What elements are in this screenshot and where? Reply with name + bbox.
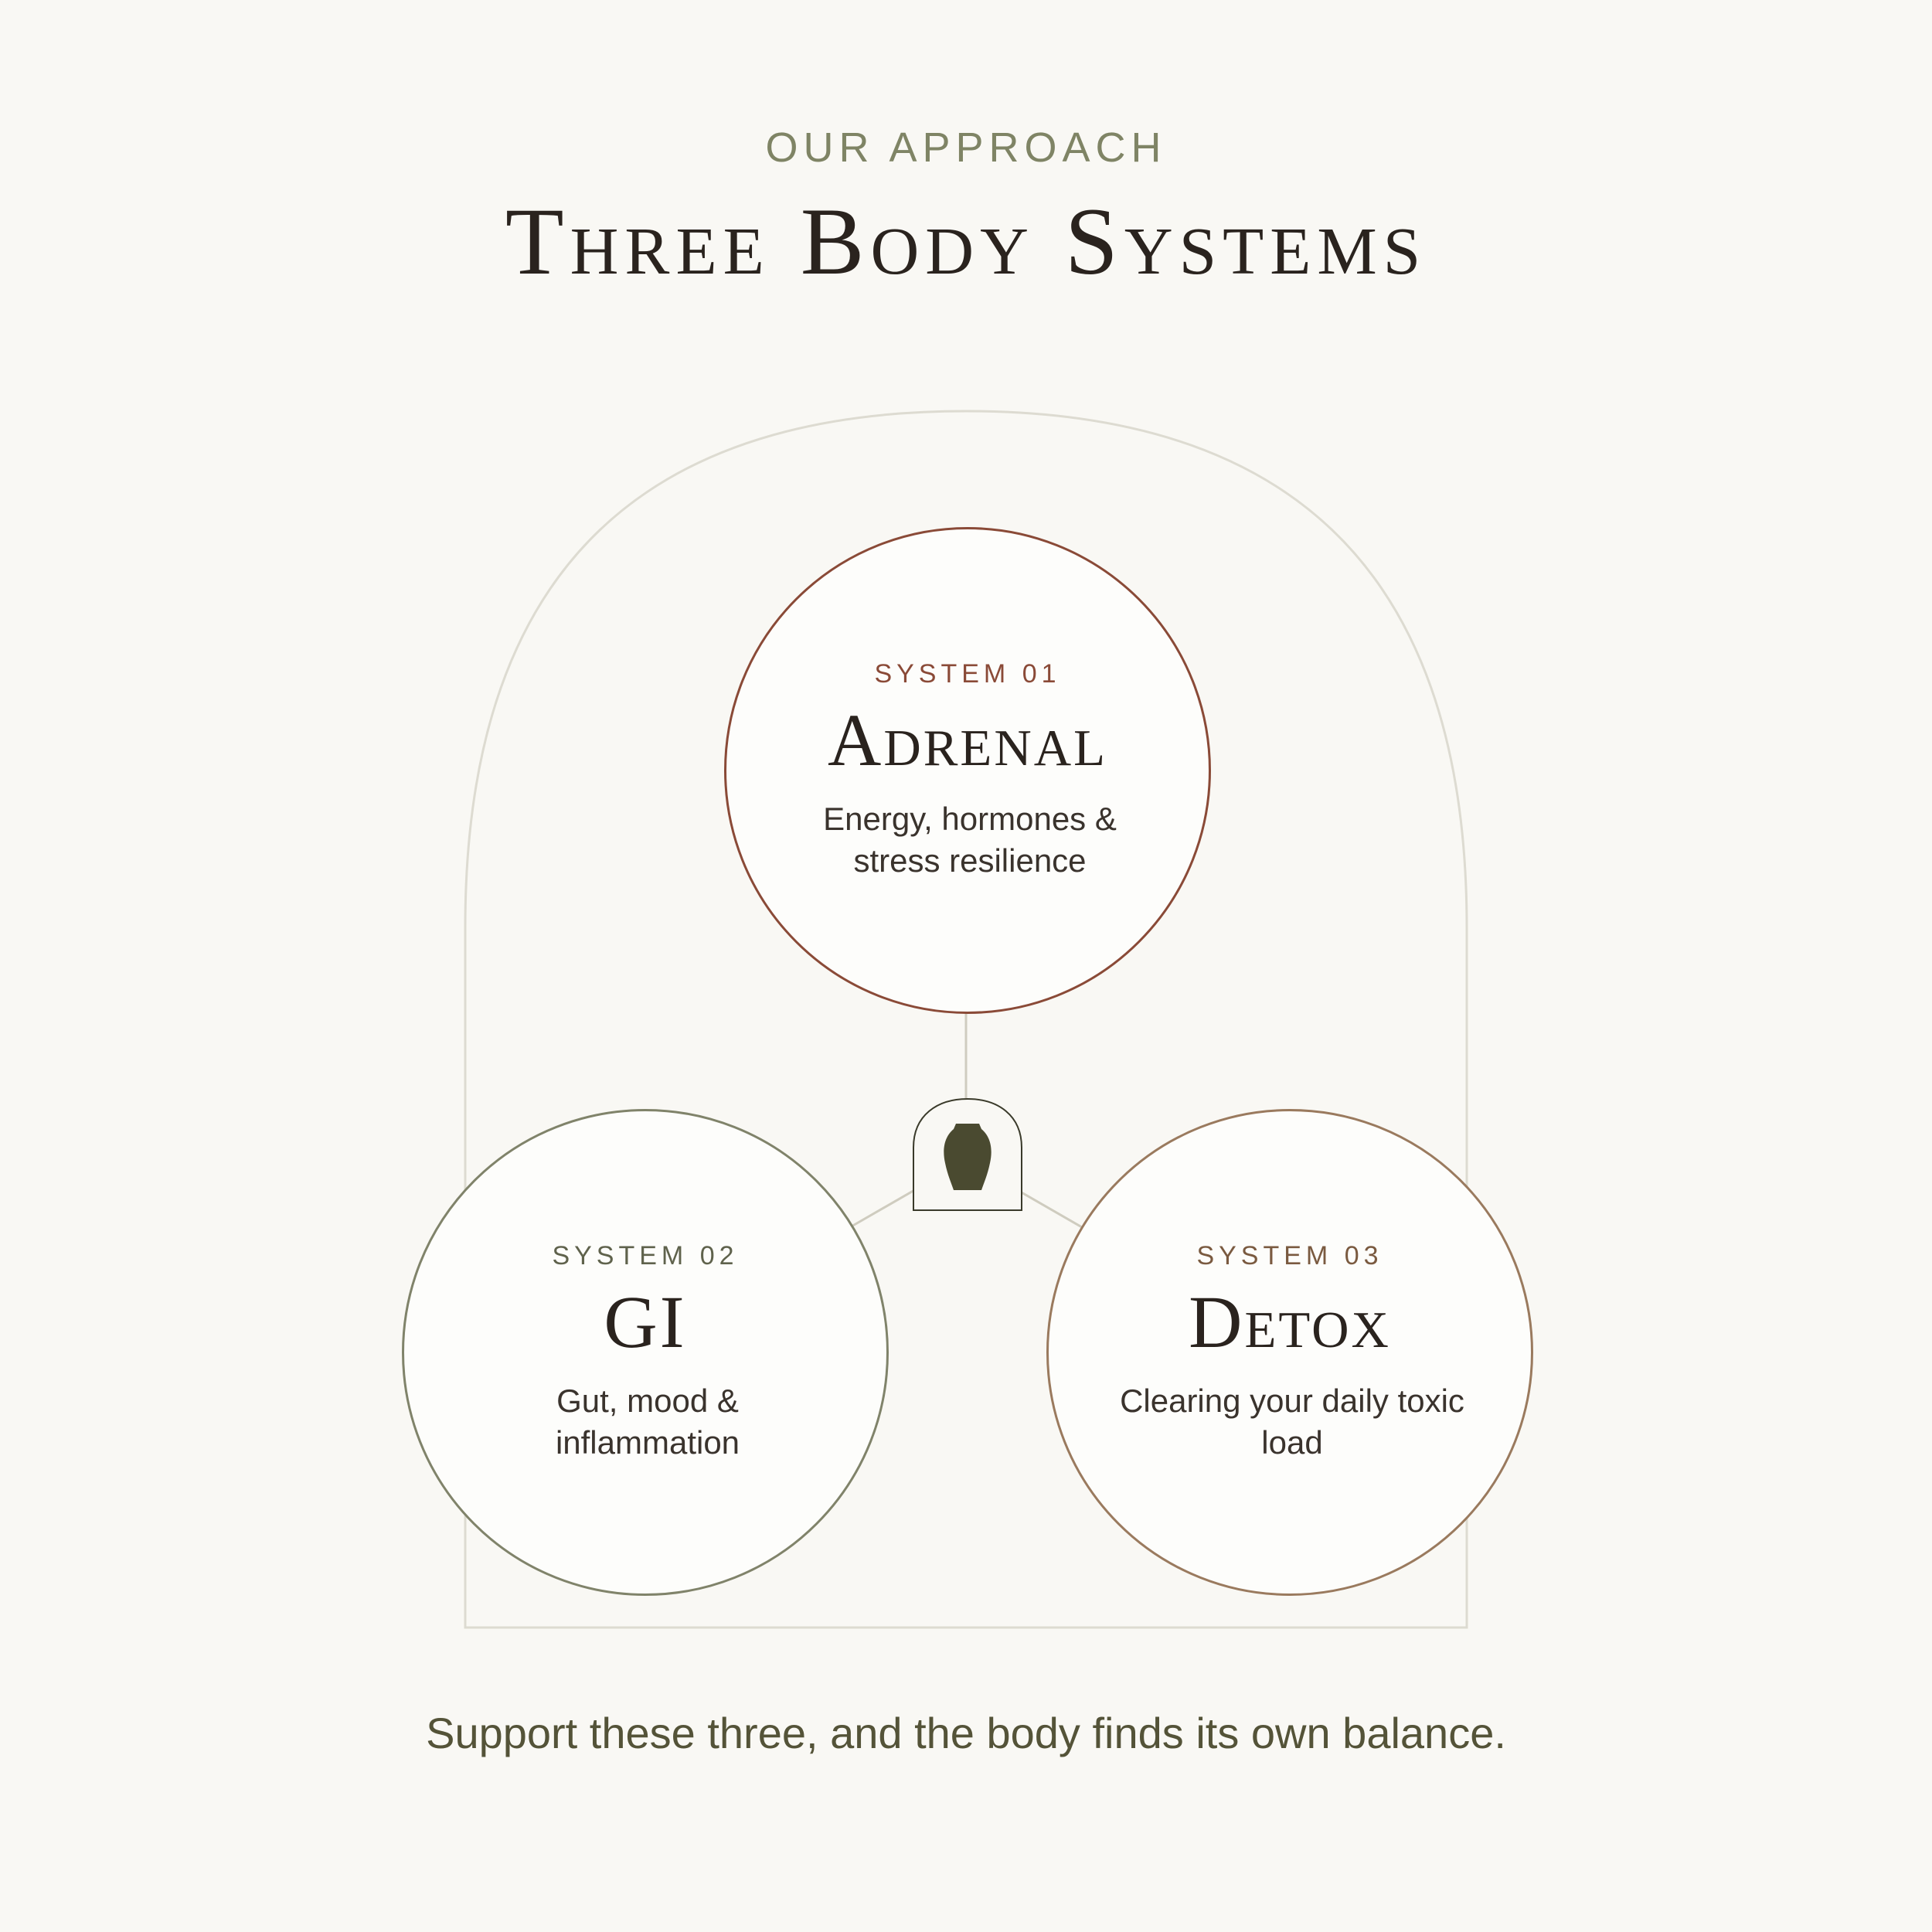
system-name: Detox [1189, 1281, 1391, 1363]
page-title: Three Body Systems [505, 189, 1427, 294]
system-description: Energy, hormones & stress resilience [823, 801, 1117, 879]
vase-icon [944, 1124, 992, 1190]
system-label: SYSTEM 03 [1196, 1241, 1383, 1270]
system-circle-gi: SYSTEM 02 GI Gut, mood & inflammation [402, 1109, 889, 1596]
system-description: Clearing your daily toxic load [1120, 1383, 1464, 1461]
system-circle-adrenal: SYSTEM 01 Adrenal Energy, hormones & str… [724, 527, 1211, 1014]
tagline: Support these three, and the body finds … [426, 1709, 1506, 1757]
hub-emblem [913, 1097, 1022, 1211]
section-eyebrow: OUR APPROACH [765, 124, 1167, 171]
system-description: Gut, mood & inflammation [555, 1383, 740, 1461]
arch-outline [464, 410, 1468, 1629]
system-name: GI [604, 1281, 687, 1363]
system-circle-detox: SYSTEM 03 Detox Clearing your daily toxi… [1046, 1109, 1533, 1596]
system-label: SYSTEM 02 [552, 1241, 739, 1270]
system-label: SYSTEM 01 [874, 659, 1061, 689]
system-name: Adrenal [827, 699, 1108, 781]
